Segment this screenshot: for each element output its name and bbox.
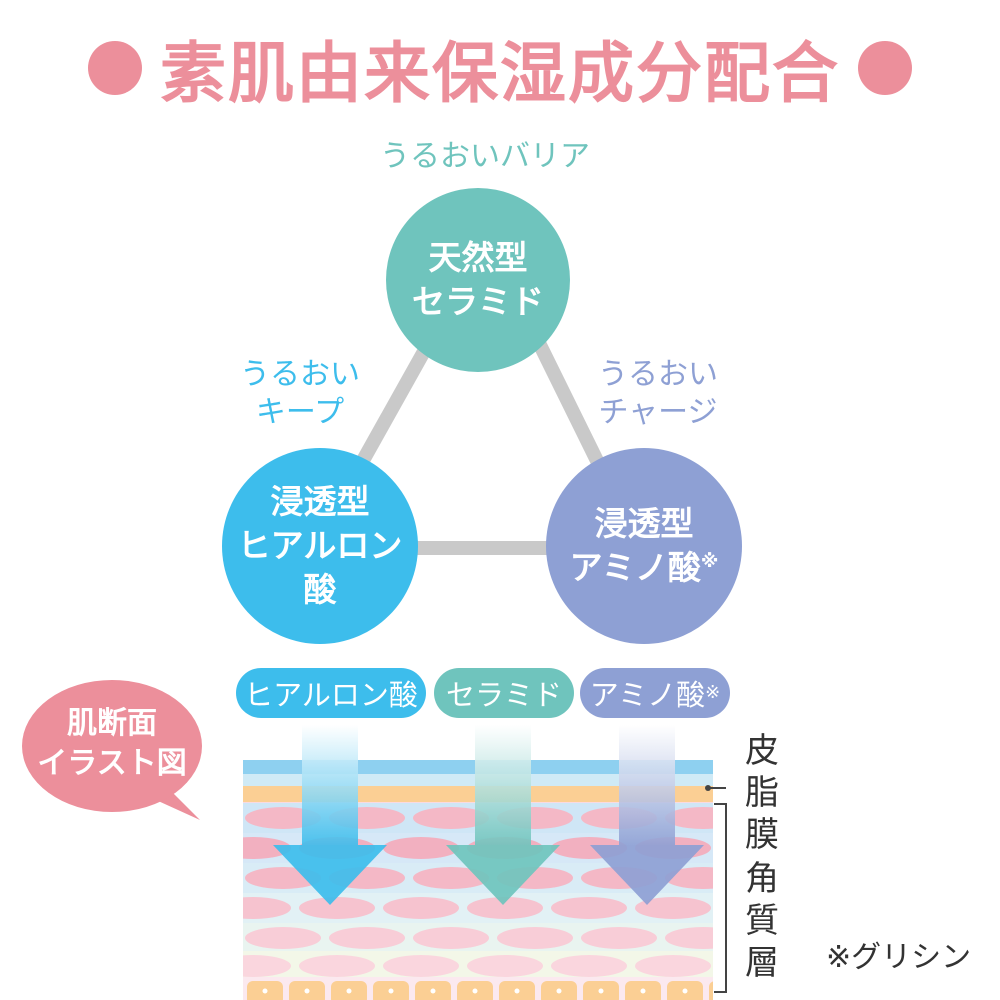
basal-cell-nucleus: [472, 988, 478, 994]
skin-cell: [413, 867, 489, 889]
bubble-label: 肌断面 イラスト図: [22, 704, 202, 784]
skin-cell: [413, 927, 489, 949]
circle-hyaluronic-line2: ヒアルロン酸: [237, 526, 403, 609]
circle-hyaluronic: 浸透型 ヒアルロン酸: [222, 448, 418, 644]
skin-cell: [383, 897, 459, 919]
label-sebum-char1: 皮: [745, 731, 779, 771]
benefit-charge-line1: うるおい: [598, 357, 718, 392]
skin-cell: [413, 807, 489, 829]
arrow-hyaluronic-shaft: [302, 725, 358, 845]
skin-illustration: [243, 725, 713, 1000]
basal-cell-nucleus: [346, 988, 352, 994]
pill-amino: アミノ酸※: [580, 668, 730, 718]
circle-amino-name: アミノ酸: [569, 548, 701, 587]
skin-cell: [551, 955, 627, 977]
skin-cell: [581, 927, 657, 949]
speech-bubble-body: [22, 680, 202, 812]
circle-ceramide-line1: 天然型: [428, 238, 528, 277]
arrow-ceramide-head: [446, 845, 560, 905]
circle-ceramide: 天然型 セラミド: [386, 188, 570, 372]
skin-cell: [635, 955, 711, 977]
benefit-keep: うるおい キープ: [220, 356, 380, 432]
circle-amino-line2: アミノ酸※: [570, 546, 719, 590]
label-stratum-char2: 質: [745, 901, 779, 941]
arrow-ceramide: [446, 725, 560, 905]
skin-cell: [243, 955, 291, 977]
bubble-line2: イラスト図: [37, 746, 187, 781]
arrow-hyaluronic: [273, 725, 387, 905]
basal-cell: [709, 981, 713, 1000]
basal-cell-nucleus: [682, 988, 688, 994]
arrow-hyaluronic-head: [273, 845, 387, 905]
arrow-amino-shaft: [619, 725, 675, 845]
skin-cell: [383, 955, 459, 977]
skin-cell: [243, 897, 291, 919]
layer-bracket: [705, 785, 727, 993]
skin-cell: [551, 897, 627, 919]
basal-cell-nucleus: [262, 988, 268, 994]
benefit-charge: うるおい チャージ: [578, 356, 738, 432]
footnote: ※グリシン: [826, 940, 972, 975]
stratum-bracket: [714, 803, 727, 993]
page-title: 素肌由来保湿成分配合: [160, 35, 840, 112]
skin-cell: [665, 927, 713, 949]
label-stratum-char3: 層: [745, 943, 779, 983]
label-stratum-corneum: 角 質 層: [740, 858, 784, 984]
basal-cells: [247, 981, 713, 1000]
circle-amino: 浸透型 アミノ酸※: [546, 448, 742, 644]
basal-cell-nucleus: [388, 988, 394, 994]
arrow-amino: [590, 725, 704, 905]
pill-ceramide: セラミド: [434, 668, 574, 718]
benefit-keep-line1: うるおい: [240, 357, 360, 392]
basal-cell-nucleus: [598, 988, 604, 994]
skin-cell: [243, 837, 291, 859]
skin-cell: [245, 927, 321, 949]
benefit-charge-line2: チャージ: [598, 395, 718, 430]
speech-bubble: [22, 680, 202, 820]
skin-cell: [383, 837, 459, 859]
title-dot-right: [858, 41, 912, 95]
pill-amino-name: アミノ酸: [589, 678, 706, 712]
circle-ceramide-line2: セラミド: [412, 282, 544, 321]
arrow-amino-head: [590, 845, 704, 905]
skin-cell: [329, 927, 405, 949]
basal-cell-nucleus: [514, 988, 520, 994]
label-sebum-membrane: 皮 脂 膜: [740, 730, 784, 856]
benefit-keep-line2: キープ: [255, 395, 345, 430]
skin-cell: [299, 955, 375, 977]
label-sebum-char2: 脂: [745, 773, 779, 813]
skin-cell: [467, 897, 543, 919]
skin-cell: [665, 807, 713, 829]
basal-cell-nucleus: [556, 988, 562, 994]
circle-amino-mark: ※: [700, 551, 719, 572]
bubble-line1: 肌断面: [67, 706, 157, 741]
benefit-barrier: うるおいバリア: [380, 139, 590, 174]
circle-hyaluronic-line1: 浸透型: [270, 482, 370, 521]
basal-cell-nucleus: [640, 988, 646, 994]
arrow-ceramide-shaft: [475, 725, 531, 845]
skin-layers: [243, 725, 713, 1000]
skin-cell: [299, 897, 375, 919]
title-dot-left: [88, 41, 142, 95]
label-stratum-char1: 角: [745, 859, 779, 899]
basal-cell-nucleus: [304, 988, 310, 994]
label-sebum-char3: 膜: [745, 815, 779, 855]
circle-amino-line1: 浸透型: [594, 504, 694, 543]
basal-cell-nucleus: [430, 988, 436, 994]
skin-cell: [635, 897, 711, 919]
title-banner: 素肌由来保湿成分配合: [0, 18, 1000, 118]
skin-cell: [497, 927, 573, 949]
skin-cell: [467, 955, 543, 977]
pill-hyaluronic: ヒアルロン酸: [236, 668, 426, 718]
